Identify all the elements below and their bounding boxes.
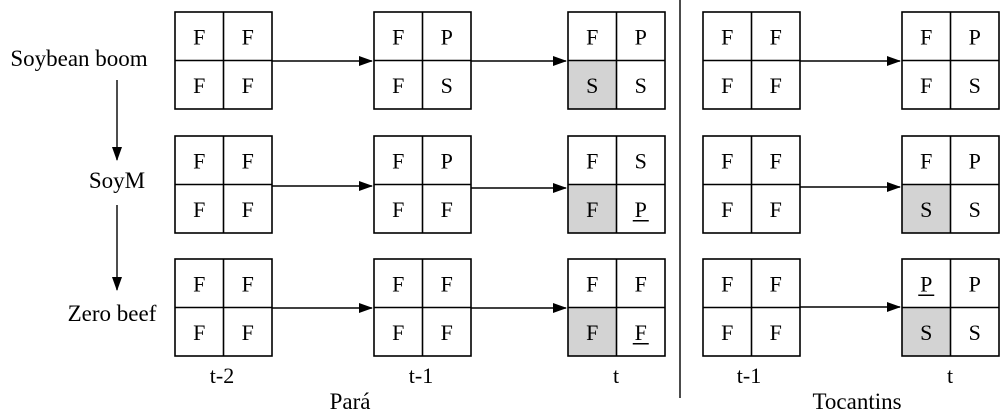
grid-cell-label: F [586,320,598,345]
region-label-tocantins: Tocantins [812,389,901,413]
grid-cell-label: F [770,320,782,345]
arrows-layer [112,0,901,398]
grid-cell-label: S [441,73,453,98]
grid-cell-label: P [441,148,453,173]
grid-cell-label: F [392,73,404,98]
region-label-para: Pará [330,389,371,413]
grid-cell-highlight [568,60,617,109]
grid-cell-label: P [441,24,453,49]
grid-cell-label: S [969,320,981,345]
grid-cell-highlight [568,307,617,356]
grid-cell-label: F [193,148,205,173]
grid-cell-label: F [392,24,404,49]
grid-cell-label: S [969,197,981,222]
grid-cell-label: F [586,271,598,296]
scenario-label-soym: SoyM [89,168,145,193]
time-label-para-t-1: t-1 [409,363,433,388]
grid-cell-label: F [392,197,404,222]
grid-cell-label: P [920,271,932,296]
grid-para-row1-col2: F S F P [567,135,666,234]
grid-cell-label: P [635,24,647,49]
time-label-tocantins-t: t [947,363,953,388]
grid-cell-label: F [770,24,782,49]
grid-cell-label: F [242,73,254,98]
grid-cell-label: F [441,320,453,345]
grid-cell-label: F [721,197,733,222]
time-label-para-t-2: t-2 [210,363,234,388]
time-label-tocantins-t-1: t-1 [737,363,761,388]
grid-cell-label: S [635,73,647,98]
scenario-label-zero-beef: Zero beef [68,301,157,326]
grid-para-row0-col1: F P F S [373,11,472,110]
grid-cell-label: F [635,271,647,296]
grid-cell-label: F [392,148,404,173]
grid-cell-label: F [770,148,782,173]
grid-cell-label: F [721,148,733,173]
grid-cell-label: F [242,148,254,173]
grid-cell-label: S [586,73,598,98]
grid-cell-label: F [635,320,647,345]
grid-cell-label: F [770,73,782,98]
grid-cell-highlight [902,184,951,233]
grid-cell-label: F [193,73,205,98]
grid-cell-label: F [586,24,598,49]
grid-tocantins-row0-col1: F P F S [901,11,1000,110]
grid-cell-label: F [770,271,782,296]
grid-cell-label: F [392,271,404,296]
grid-cell-label: F [242,320,254,345]
grid-cell-label: S [920,320,932,345]
grid-cell-label: F [770,197,782,222]
grid-cell-label: F [441,271,453,296]
scenario-label-soybean-boom: Soybean boom [10,46,147,71]
grid-cell-label: P [969,271,981,296]
grid-cell-label: F [242,271,254,296]
time-label-para-t: t [613,363,619,388]
grid-cell-label: F [920,148,932,173]
grid-cell-highlight [568,184,617,233]
grid-cell-label: F [193,271,205,296]
grid-cell-label: P [969,148,981,173]
grid-cell-label: P [635,197,647,222]
grid-cell-label: F [586,148,598,173]
grid-cell-label: F [721,320,733,345]
grid-cell-label: S [635,148,647,173]
grid-cell-label: F [242,197,254,222]
grid-cell-label: F [920,73,932,98]
grid-cell-highlight [902,307,951,356]
grid-cell-label: F [193,24,205,49]
grid-cell-label: F [441,197,453,222]
grid-cell-label: F [392,320,404,345]
grid-cell-label: F [721,271,733,296]
grid-cell-label: F [193,320,205,345]
grid-cell-label: F [586,197,598,222]
grid-cell-label: F [721,73,733,98]
grid-cell-label: S [969,73,981,98]
labels-layer: Soybean boom SoyM Zero beef t-2 t-1 t t-… [10,46,953,413]
grid-cell-label: F [242,24,254,49]
grid-cell-label: S [920,197,932,222]
grid-cell-label: F [721,24,733,49]
grid-cell-label: F [920,24,932,49]
grid-cell-label: P [969,24,981,49]
grid-cell-label: F [193,197,205,222]
